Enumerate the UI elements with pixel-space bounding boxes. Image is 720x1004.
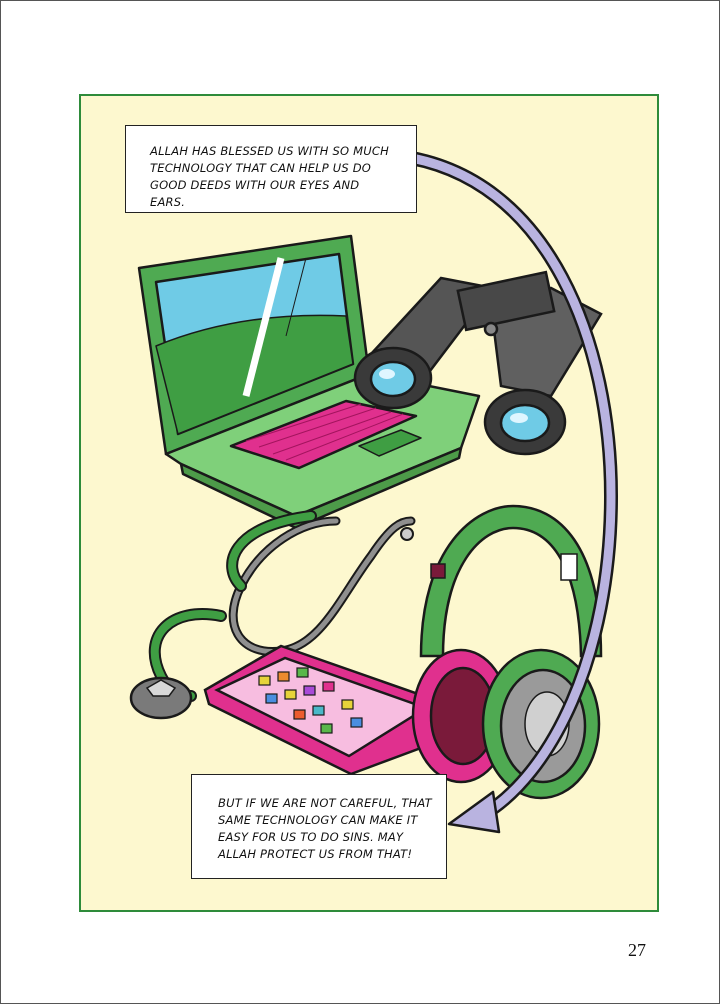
curved-arrow bbox=[392, 149, 619, 834]
caption-text-bottom: But if we are not careful, that same tec… bbox=[218, 796, 432, 861]
technology-illustration bbox=[129, 149, 619, 834]
laptop-illustration bbox=[137, 234, 481, 530]
caption-box-top: Allah has blessed us with so much techno… bbox=[125, 125, 417, 213]
headphones-illustration bbox=[411, 504, 603, 800]
tablet-illustration bbox=[203, 644, 443, 776]
caption-text-top: Allah has blessed us with so much techno… bbox=[150, 144, 389, 209]
page-number: 27 bbox=[628, 940, 646, 960]
caption-box-bottom: But if we are not careful, that same tec… bbox=[191, 774, 447, 879]
comic-panel: Allah has blessed us with so much techno… bbox=[79, 94, 659, 912]
